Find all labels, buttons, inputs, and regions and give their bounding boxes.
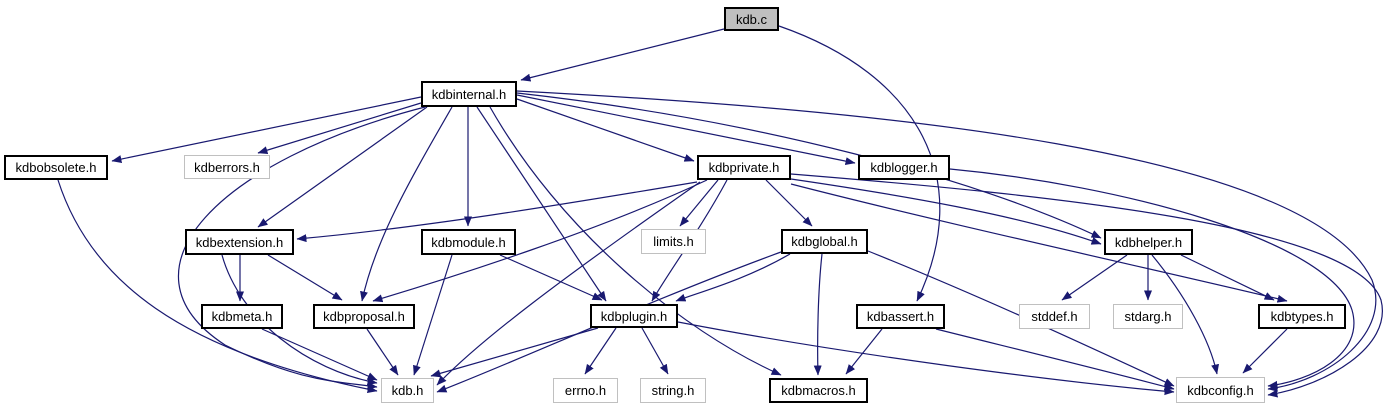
edge-kdbhelper-to-kdbconfig (1151, 254, 1219, 375)
node-kdberrors: kdberrors.h (184, 155, 270, 179)
edge-kdbassert-to-kdbconfig (935, 328, 1175, 391)
node-kdbprivate[interactable]: kdbprivate.h (697, 155, 791, 180)
node-kdb-c: kdb.c (724, 7, 779, 31)
edge-kdb-c-to-kdbinternal (520, 28, 725, 82)
edge-kdbprivate-to-kdbextension (296, 181, 698, 243)
edge-kdbprivate-to-kdbconfig (790, 173, 1383, 398)
edge-kdbmodule-to-kdbplugin (499, 254, 603, 301)
node-kdbconfig: kdbconfig.h (1176, 377, 1265, 403)
edge-kdbprivate-to-kdbtypes (790, 183, 1288, 303)
edge-kdbinternal-to-kdbextension (257, 106, 428, 228)
edge-kdb-c-to-kdbassert (778, 25, 941, 302)
node-kdbmeta[interactable]: kdbmeta.h (201, 304, 283, 329)
node-limits: limits.h (641, 229, 706, 254)
node-kdbplugin[interactable]: kdbplugin.h (590, 304, 678, 328)
node-kdbobsolete[interactable]: kdbobsolete.h (4, 155, 108, 180)
node-stddef: stddef.h (1019, 304, 1090, 329)
edge-kdbplugin-to-errno (584, 327, 617, 375)
edge-kdbglobal-to-kdbmacros (813, 253, 823, 376)
edge-kdbhelper-to-stddef (1061, 254, 1128, 301)
edge-kdbextension-to-kdbproposal (267, 254, 343, 301)
edge-kdbinternal-to-kdbhelper (516, 92, 1102, 239)
node-string: string.h (640, 378, 706, 403)
edge-kdbextension-to-kdb-h (221, 254, 378, 386)
edge-kdbplugin-to-string (641, 327, 669, 375)
edge-kdbproposal-to-kdb-h (366, 328, 399, 376)
edge-kdbobsolete-to-kdb-h (57, 179, 378, 394)
edge-kdbinternal-to-kdbmacros (489, 106, 782, 376)
node-stdarg: stdarg.h (1113, 304, 1183, 329)
edge-kdbinternal-to-kdbproposal (360, 106, 453, 302)
edge-kdbprivate-to-kdbglobal (765, 179, 813, 227)
node-kdbhelper[interactable]: kdbhelper.h (1104, 229, 1193, 255)
node-kdbmodule[interactable]: kdbmodule.h (421, 229, 516, 255)
edge-kdbmeta-to-kdb-h (261, 328, 378, 381)
edge-kdbprivate-to-kdb-h (436, 181, 701, 386)
node-kdbmacros[interactable]: kdbmacros.h (769, 378, 868, 403)
edge-kdbmodule-to-kdb-h (413, 254, 453, 376)
edge-kdbplugin-to-kdbconfig (677, 321, 1175, 396)
edge-kdbprivate-to-kdbhelper (790, 178, 1102, 245)
node-kdbextension[interactable]: kdbextension.h (185, 229, 294, 255)
node-kdbproposal[interactable]: kdbproposal.h (313, 304, 415, 329)
node-kdblogger[interactable]: kdblogger.h (858, 155, 950, 180)
edge-kdbassert-to-kdbmacros (845, 328, 883, 375)
edge-kdbinternal-to-kdbplugin (476, 106, 607, 302)
edge-kdbinternal-to-kdberrors (257, 102, 422, 155)
edge-kdbinternal-to-kdblogger (516, 94, 856, 166)
edge-kdbinternal-to-kdbconfig (516, 90, 1377, 392)
edge-kdbinternal-to-kdbobsolete (111, 96, 422, 163)
edge-kdbglobal-to-kdbplugin (675, 253, 791, 302)
node-kdbglobal[interactable]: kdbglobal.h (781, 229, 868, 254)
edge-kdbplugin-to-kdb-h (430, 327, 599, 378)
node-kdb-h: kdb.h (381, 378, 434, 403)
edge-kdbglobal-to-kdb-h (436, 251, 782, 393)
edge-kdbtypes-to-kdbconfig (1242, 328, 1288, 374)
edge-kdbprivate-to-limits (679, 179, 719, 227)
node-errno: errno.h (553, 378, 618, 403)
edge-kdbinternal-to-kdb-h (178, 106, 426, 390)
edge-kdbinternal-to-kdbprivate (516, 98, 695, 162)
edge-kdbhelper-to-kdbtypes (1180, 254, 1275, 301)
node-kdbinternal[interactable]: kdbinternal.h (421, 81, 517, 107)
node-kdbassert[interactable]: kdbassert.h (856, 304, 945, 329)
node-kdbtypes[interactable]: kdbtypes.h (1258, 304, 1346, 329)
edge-kdblogger-to-kdbconfig (949, 168, 1355, 389)
edge-kdbprivate-to-kdbproposal (372, 179, 708, 303)
